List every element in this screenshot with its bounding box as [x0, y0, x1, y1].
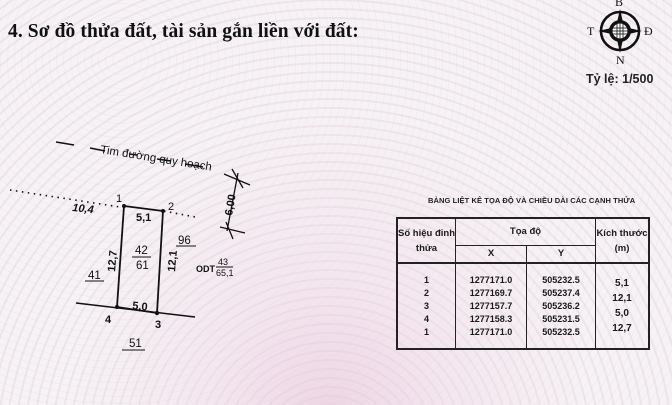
road-centerline: [55, 141, 204, 168]
road-label: Tim đường quy hoạch: [100, 144, 213, 173]
table-cell-y: 505236.2: [542, 300, 580, 311]
vertex-2-label: 2: [168, 201, 174, 213]
parcel-area: 61: [136, 260, 149, 272]
table-cell-x: 1277171.0: [469, 274, 513, 285]
edge-right-length: 12,1: [166, 250, 180, 272]
header-coords: Tọa độ: [455, 217, 596, 246]
compass-west-label: T: [587, 24, 595, 38]
compass-south-label: N: [616, 53, 625, 67]
neighbor-bottom-number: 51: [129, 338, 142, 350]
table-cell-y: 505232.5: [542, 326, 580, 337]
header-vertex: Số hiệu đỉnh thửa: [396, 217, 456, 264]
compass-north-label: B: [615, 0, 624, 9]
table-cell-vertex: 3: [423, 300, 429, 311]
left-offset-label: 10,4: [72, 202, 95, 216]
table-cell-y: 505231.5: [542, 313, 580, 324]
table-cell-x: 1277158.3: [469, 313, 513, 324]
parcel-number: 42: [135, 245, 148, 257]
edge-bottom-length: 5,0: [132, 300, 148, 314]
section-title: 4. Sơ đồ thửa đất, tài sản gắn liền với …: [8, 21, 359, 42]
table-cell-size: 12,1: [612, 293, 632, 304]
y-column: 505232.5 505237.4 505236.2 505231.5 5052…: [526, 262, 596, 350]
edge-top-length: 5,1: [136, 212, 151, 224]
compass-icon: [598, 9, 642, 53]
header-size: Kích thước (m): [595, 217, 650, 264]
edge-left-length: 12,7: [106, 250, 120, 272]
coordinates-table: Số hiệu đỉnh thửa Tọa độ Kích thước (m) …: [396, 217, 650, 350]
table-cell-vertex: 1: [423, 326, 429, 337]
table-cell-x: 1277169.7: [469, 287, 513, 298]
x-column: 1277171.0 1277169.7 1277157.7 1277158.3 …: [455, 262, 527, 350]
table-cell-y: 505232.5: [542, 274, 580, 285]
front-dotted-line: [9, 189, 121, 208]
table-cell-vertex: 4: [423, 313, 429, 324]
compass-east-label: Đ: [644, 24, 653, 38]
setback-label: 6,00: [223, 193, 239, 216]
header-x: X: [455, 244, 527, 264]
vertex-1-label: 1: [116, 193, 122, 205]
neighbor-odt-area: 65,1: [216, 268, 234, 278]
table-cell-x: 1277157.7: [469, 300, 513, 311]
table-cell-x: 1277171.0: [469, 326, 513, 337]
table-title: BẢNG LIỆT KÊ TỌA ĐỘ VÀ CHIỀU DÀI CÁC CẠN…: [428, 196, 636, 205]
setback-dimension: [219, 168, 251, 240]
neighbor-odt-prefix: ODT: [196, 264, 216, 274]
vertex-4-label: 4: [105, 314, 112, 326]
table-cell-size: 12,7: [612, 323, 632, 334]
neighbor-odt-number: 43: [218, 257, 228, 267]
vertex-3-label: 3: [155, 319, 161, 331]
header-y: Y: [526, 244, 596, 264]
neighbor-left-number: 41: [88, 270, 101, 282]
table-cell-vertex: 1: [423, 274, 429, 285]
table-cell-size: 5,0: [615, 308, 629, 319]
scale-label: Tỷ lệ: 1/500: [586, 72, 654, 86]
vertex-column: 1 2 3 4 1: [396, 262, 456, 350]
table-cell-y: 505237.4: [542, 287, 580, 298]
size-column: 5,1 12,1 5,0 12,7: [595, 262, 650, 350]
compass-rose: B T Đ N: [584, 0, 656, 67]
neighbor-right-number: 96: [178, 235, 191, 247]
table-cell-vertex: 2: [423, 287, 429, 298]
table-cell-size: 5,1: [615, 278, 629, 289]
